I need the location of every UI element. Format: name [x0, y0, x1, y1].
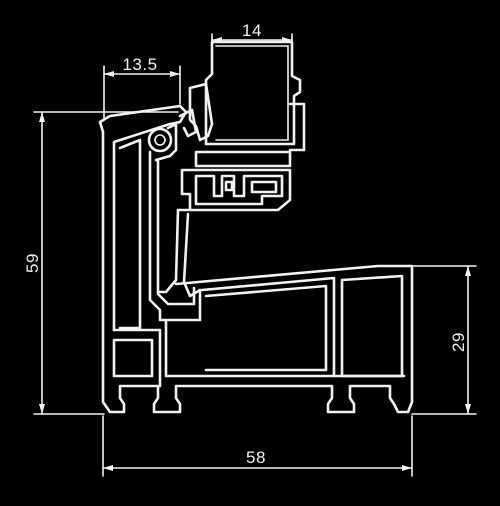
- sill-mid-chamber: [204, 284, 328, 372]
- sash-slope-inner: [182, 212, 202, 298]
- window-profile: [98, 40, 414, 414]
- glass-pane: [204, 40, 302, 146]
- transom: [176, 168, 292, 212]
- total-height-label: 59: [23, 253, 42, 273]
- sash-inner-wall: [156, 158, 196, 306]
- arrowhead: [39, 112, 45, 122]
- base-top-line: [112, 328, 162, 388]
- dimension-total-width: 58: [102, 415, 413, 477]
- arrowhead: [39, 404, 45, 414]
- glazing-bead-clip: [178, 108, 198, 138]
- dimension-total-height: 59: [23, 111, 179, 415]
- total-width-label: 58: [246, 448, 266, 467]
- gasket-hook: [154, 122, 178, 162]
- outer-lip: [98, 104, 188, 332]
- arrowhead: [104, 71, 114, 77]
- left-inner-wall: [118, 138, 142, 330]
- sash-slope: [158, 208, 180, 294]
- outer-frame-outline: [101, 130, 414, 414]
- glass-width-label: 14: [242, 21, 262, 40]
- arrowhead: [212, 37, 222, 43]
- glass-pane-inner: [215, 45, 289, 141]
- sill-right-chamber: [340, 274, 404, 378]
- arrowhead: [170, 71, 180, 77]
- sill-height-label: 29: [449, 332, 468, 352]
- sash-body: [148, 150, 202, 322]
- base-inner-line: [164, 318, 406, 378]
- glass-support-bar: [194, 150, 292, 168]
- arrowhead: [103, 465, 113, 471]
- glazing-bead: [188, 82, 214, 142]
- transom-nub-left: [224, 180, 234, 192]
- round-gasket-core: [154, 134, 166, 146]
- right-gasket: [288, 102, 306, 152]
- sill-outer-chamber: [200, 276, 336, 378]
- dimension-sill-height: 29: [411, 265, 477, 415]
- base-chamber-line: [112, 338, 154, 378]
- lip-width-label: 13.5: [122, 55, 157, 74]
- arrowhead: [465, 266, 471, 276]
- arrowhead: [402, 465, 412, 471]
- transom-nub-right: [250, 180, 278, 194]
- dimension-lip-width: 13.5: [103, 55, 181, 119]
- dimension-glass-width: 14: [211, 21, 293, 45]
- round-gasket: [147, 127, 173, 153]
- arrowhead: [465, 404, 471, 414]
- arrowhead: [282, 37, 292, 43]
- transom-channel: [194, 174, 284, 206]
